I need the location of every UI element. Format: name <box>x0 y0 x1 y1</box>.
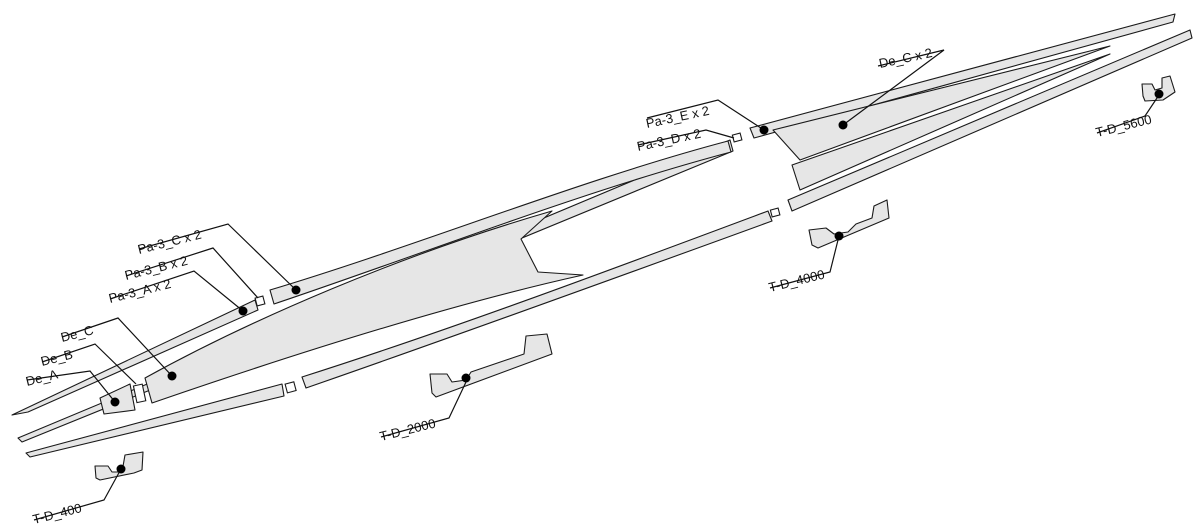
dot-de-c <box>167 371 177 381</box>
de-c-right-part <box>772 45 1111 161</box>
leader-pa3-a <box>109 270 244 312</box>
right-lower-strip <box>787 29 1193 212</box>
leader-de-c <box>61 317 173 377</box>
td-5600-part <box>1141 75 1176 102</box>
lower-left-strip <box>25 383 285 458</box>
label-pa3-a: Pa-3_A x 2 <box>107 276 172 306</box>
label-de-b: De_B <box>39 346 74 368</box>
pa3-b-part <box>254 295 266 307</box>
lower-central-strip <box>301 210 773 389</box>
dot-td-2000 <box>461 373 471 383</box>
td-400-part <box>94 451 144 481</box>
callout-dots <box>110 89 1164 474</box>
pa3-e-strip <box>749 13 1176 139</box>
dot-td-5600 <box>1154 89 1164 99</box>
dot-pa3-c <box>291 285 301 295</box>
leader-pa3-c <box>138 223 297 291</box>
leader-pa3-d <box>637 129 735 146</box>
upper-left-strip <box>11 299 259 416</box>
label-de-a: De_A <box>24 366 60 389</box>
leader-lines <box>26 49 1160 521</box>
label-de-c-x2: De_C x 2 <box>878 45 934 71</box>
label-pa3-e: Pa-3_E x 2 <box>645 103 711 131</box>
td-2000-part <box>429 333 553 398</box>
leader-td-4000 <box>769 235 840 289</box>
leader-td-2000 <box>380 381 467 438</box>
right-middle-strip <box>791 53 1111 191</box>
td-4000-part <box>808 199 890 249</box>
leader-td-400 <box>33 468 122 521</box>
label-td-400: T-D_400 <box>31 500 83 527</box>
de-c-main-part <box>144 210 584 404</box>
label-pa3-d: Pa-3_D x 2 <box>636 126 703 154</box>
dot-pa3-e <box>759 125 769 135</box>
leader-td-5600 <box>1096 94 1160 134</box>
label-td-2000: T-D_2000 <box>378 416 437 444</box>
pa3-small-square-1 <box>284 381 297 394</box>
label-td-4000: T-D_4000 <box>767 267 826 295</box>
label-pa3-c: Pa-3_C x 2 <box>136 227 203 257</box>
de-b-part <box>132 383 147 404</box>
leader-de-a <box>26 370 116 403</box>
dot-de-c-x2 <box>838 120 848 130</box>
pa3-c-strip <box>269 140 732 305</box>
leader-pa3-b <box>125 247 259 299</box>
dot-td-4000 <box>834 231 844 241</box>
dot-td-400 <box>116 464 126 474</box>
leader-de-b <box>41 343 137 385</box>
dot-de-a <box>110 397 120 407</box>
leader-pa3-e <box>646 99 765 131</box>
pa3-small-square-2 <box>769 207 781 218</box>
label-de-c: De_C <box>59 322 95 345</box>
label-td-5600: T-D_5600 <box>1094 112 1153 140</box>
pa3-d-part <box>731 132 743 143</box>
leader-de-c-x2 <box>842 49 945 126</box>
dot-pa3-a <box>238 306 248 316</box>
